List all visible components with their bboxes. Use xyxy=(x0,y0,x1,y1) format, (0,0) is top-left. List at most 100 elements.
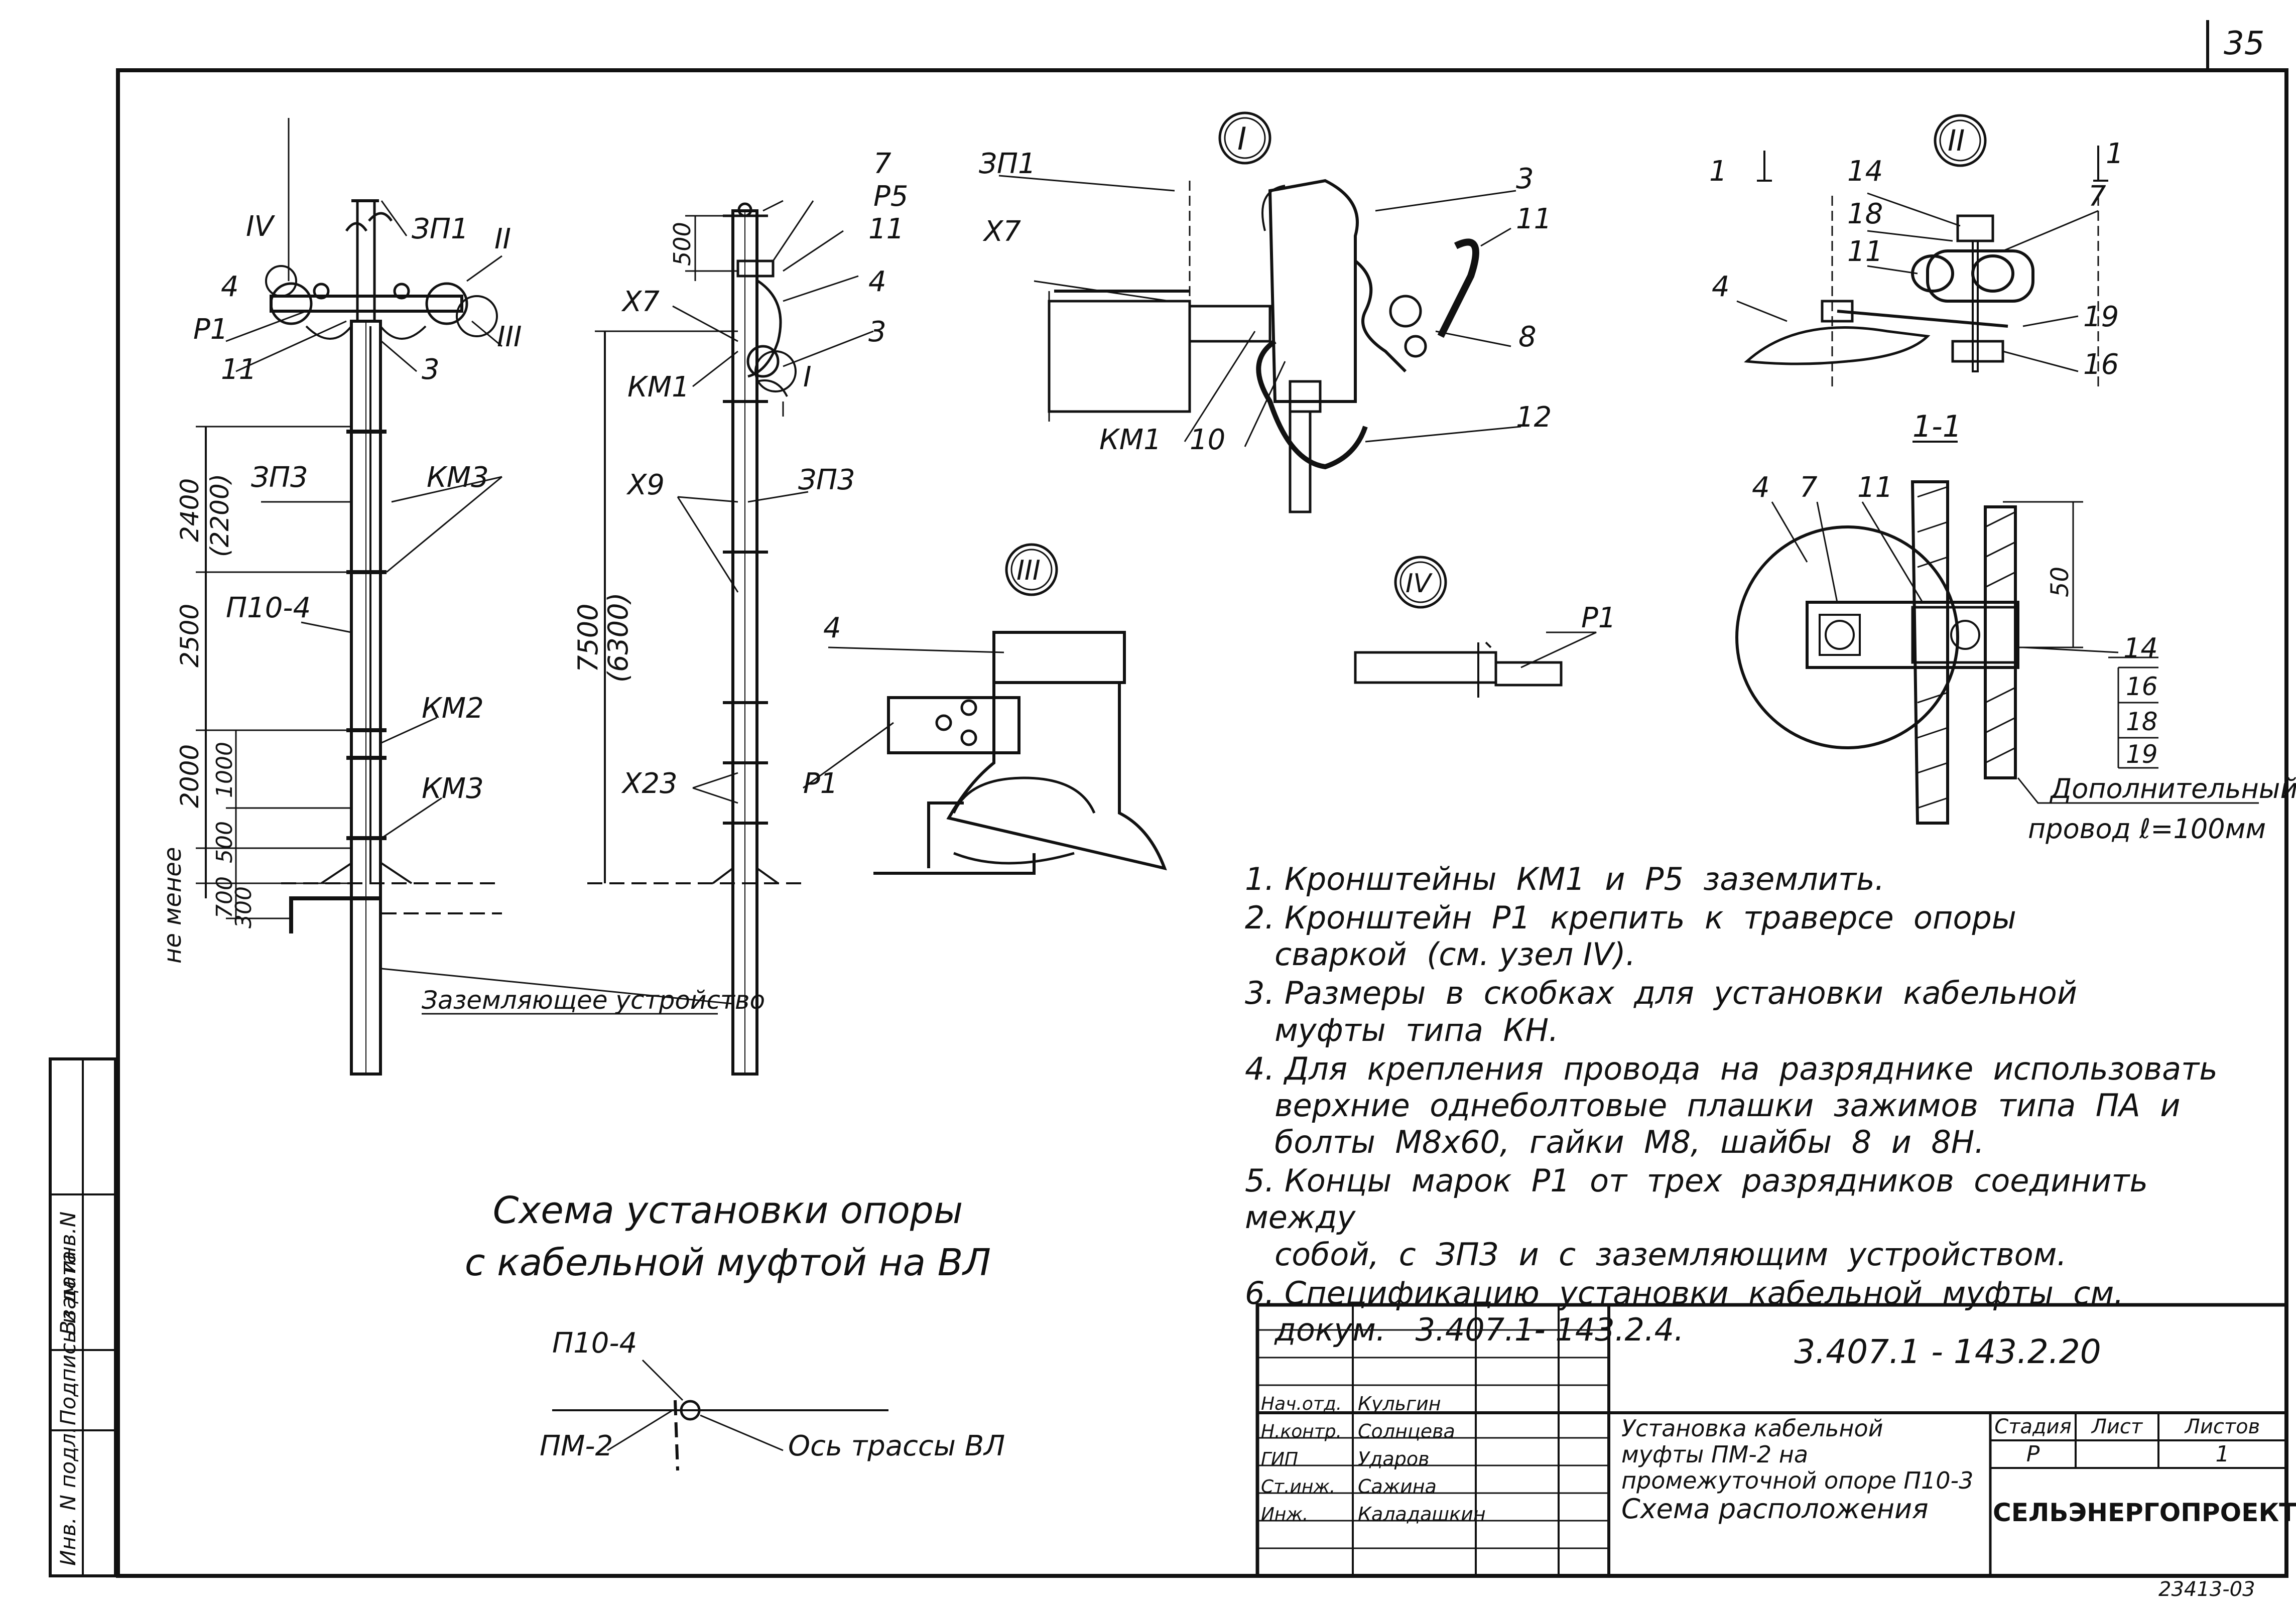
drawing-title-line-1: Схема установки опоры xyxy=(492,1189,963,1232)
pole-left: IV ЗП1 II III 4 Р1 11 3 ЗП3 КМ3 П10-4 КМ… xyxy=(159,118,765,1076)
name-4: Сажина xyxy=(1358,1476,1437,1498)
name-3: Ударов xyxy=(1358,1448,1430,1470)
role-3: ГИП xyxy=(1261,1449,1299,1469)
node-III-4: 4 xyxy=(823,612,841,644)
note-1: 1. Кронштейны КМ1 и Р5 заземлить. xyxy=(1245,861,1885,897)
label-p1: Р1 xyxy=(193,313,228,346)
node-IV: IV Р1 xyxy=(1354,556,1616,698)
node-II-4: 4 xyxy=(1712,271,1730,303)
label-zp3: ЗП3 xyxy=(251,461,308,494)
dim-300: 300 xyxy=(231,886,257,928)
note-2: 2. Кронштейн Р1 крепить к траверсе опоры… xyxy=(1245,899,2016,973)
mid-label-zp3: ЗП3 xyxy=(798,464,855,496)
node-III-mark: III xyxy=(1016,555,1041,586)
node-II-mark: II xyxy=(1948,123,1965,158)
node-I-11: 11 xyxy=(1516,203,1552,235)
side-label-sign: Подпись и дата xyxy=(56,1251,80,1425)
role-4: Ст.инж. xyxy=(1261,1477,1336,1497)
node-II-14: 14 xyxy=(1847,155,1883,188)
node-II: II 1 1 14 7 18 11 4 19 16 xyxy=(1709,114,2124,391)
label-11: 11 xyxy=(221,353,257,386)
mid-dim-6300: (6300) xyxy=(602,592,634,683)
description-line-1: Установка кабельной xyxy=(1621,1415,1883,1442)
subtitle: Схема расположения xyxy=(1621,1493,1929,1525)
node-I-10: 10 xyxy=(1190,424,1225,456)
mid-label-3: 3 xyxy=(868,316,886,348)
name-2: Солнцева xyxy=(1358,1420,1455,1442)
plan-axis: Ось трассы ВЛ xyxy=(788,1430,1005,1462)
description: Установка кабельной муфты ПМ-2 на промеж… xyxy=(1621,1415,1973,1494)
label-km2: КМ2 xyxy=(422,692,484,725)
label-IV: IV xyxy=(246,210,276,243)
label-III: III xyxy=(497,321,522,353)
sheets-value: 1 xyxy=(2215,1441,2230,1467)
sec-16: 16 xyxy=(2126,672,2158,701)
drawing-title: Схема установки опоры с кабельной муфтой… xyxy=(452,1184,1004,1289)
note-5: 5. Концы марок Р1 от трех разрядников со… xyxy=(1245,1162,2148,1273)
pole-mid: 7 Р5 11 4 Х7 3 КМ1 I Х9 ЗП3 Х23 500 7500… xyxy=(572,148,908,1076)
node-I-12: 12 xyxy=(1516,401,1552,434)
side-label-inv: Инв. N подл. xyxy=(56,1427,80,1566)
note-3: 3. Размеры в скобках для установки кабел… xyxy=(1245,975,2078,1048)
sec-dim-50: 50 xyxy=(2046,567,2074,597)
sec-14: 14 xyxy=(2123,632,2158,664)
node-I-km1: КМ1 xyxy=(1099,424,1162,456)
node-II-18: 18 xyxy=(1847,198,1883,230)
node-III-p1: Р1 xyxy=(803,767,838,800)
mid-label-x9: Х9 xyxy=(626,469,665,501)
mid-label-4: 4 xyxy=(868,265,886,298)
drawing-title-line-2: с кабельной муфтой на ВЛ xyxy=(464,1241,991,1284)
node-IV-p1: Р1 xyxy=(1581,602,1616,634)
side-stamp: Инв. N подл. Подпись и дата Взам инв.N xyxy=(49,1057,117,1577)
plan-p10: П10-4 xyxy=(552,1327,637,1360)
note-4: 4. Для крепления провода на разряднике и… xyxy=(1245,1050,2218,1161)
drawing-frame xyxy=(116,68,2288,1578)
dim-2000: 2000 xyxy=(175,744,204,808)
label-zp1: ЗП1 xyxy=(412,213,469,245)
node-II-16: 16 xyxy=(2083,348,2119,381)
label-II: II xyxy=(494,223,511,255)
mid-label-km1: КМ1 xyxy=(627,371,690,404)
notes-list: 1. Кронштейны КМ1 и Р5 заземлить. 2. Кро… xyxy=(1245,861,2229,1350)
sec-11: 11 xyxy=(1857,471,1893,504)
dim-2500: 2500 xyxy=(175,604,204,667)
mid-label-x7: Х7 xyxy=(621,286,660,318)
node-II-19: 19 xyxy=(2083,301,2119,333)
role-1: Нач.отд. xyxy=(1261,1394,1342,1414)
sec-extra-wire: Дополнительный xyxy=(2050,773,2296,804)
sec-4: 4 xyxy=(1752,471,1770,504)
side-label-replace: Взам инв.N xyxy=(56,1212,80,1335)
section-title: 1-1 xyxy=(1912,409,1962,444)
node-III: III 4 Р1 xyxy=(803,543,1167,875)
label-grounding: Заземляющее устройство xyxy=(422,986,765,1015)
name-5: Каладашкин xyxy=(1358,1503,1486,1525)
node-I: I ЗП1 Х7 3 11 8 12 КМ1 10 xyxy=(979,111,1552,513)
mid-dim-500: 500 xyxy=(669,222,696,266)
name-1: Кульгин xyxy=(1358,1393,1441,1415)
mid-label-x23: Х23 xyxy=(621,767,678,800)
dim-500: 500 xyxy=(212,821,237,863)
section-1-1: 1-1 4 7 11 50 14 16 18 19 Дополнительный… xyxy=(1735,409,2296,845)
mid-dim-7500: 7500 xyxy=(572,604,604,673)
archive-number: 23413-03 xyxy=(2158,1578,2255,1601)
node-I-8: 8 xyxy=(1518,321,1537,353)
node-I-mark: I xyxy=(1237,120,1246,157)
node-II-11: 11 xyxy=(1847,235,1883,268)
sheet-number: 35 xyxy=(2224,25,2264,62)
title-block-lines xyxy=(1255,1303,2288,1578)
role-2: Н.контр. xyxy=(1261,1421,1342,1442)
plan-view: П10-4 ПМ-2 Ось трассы ВЛ xyxy=(540,1327,1005,1471)
mid-label-p5: Р5 xyxy=(873,180,908,213)
doc-code: 3.407.1 - 143.2.20 xyxy=(1794,1332,2101,1371)
sheets-label: Листов xyxy=(2185,1415,2260,1438)
dim-2200: (2200) xyxy=(205,474,234,557)
dim-not-less: не менее xyxy=(159,847,187,964)
node-I-x7: Х7 xyxy=(982,215,1021,248)
name-column: Кульгин Солнцева Ударов Сажина Каладашки… xyxy=(1358,1390,1486,1528)
sec-18: 18 xyxy=(2126,707,2158,736)
sec-extra-wire-len: провод ℓ=100мм xyxy=(2028,813,2266,845)
dim-700: 700 xyxy=(212,876,237,918)
stage-value: Р xyxy=(2026,1441,2040,1467)
node-IV-mark: IV xyxy=(1406,569,1433,599)
